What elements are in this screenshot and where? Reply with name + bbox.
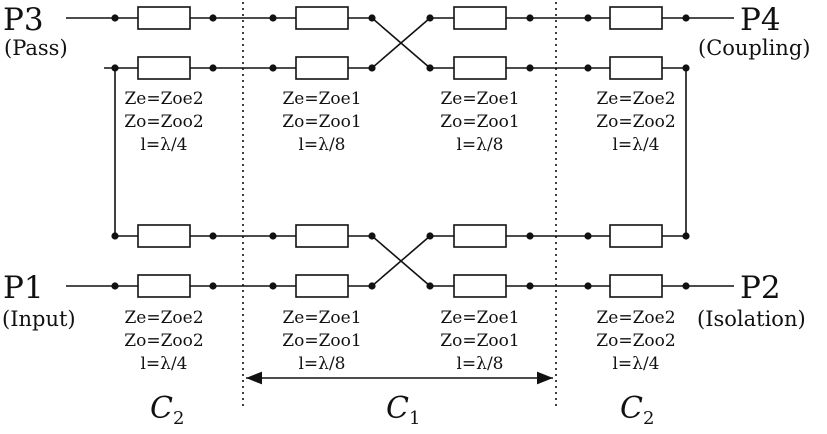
top-params-mid-left: Ze=Zoe1 Zo=Zoo1 l=λ/8 (282, 89, 361, 155)
port-p3-label: P3 (3, 2, 44, 38)
section-label-left: C2 (150, 391, 184, 429)
bottom-params-mid-right: Ze=Zoe1 Zo=Zoo1 l=λ/8 (440, 308, 519, 374)
param-ze: Ze=Zoe2 (124, 89, 203, 109)
line-box (609, 6, 663, 30)
line-box (453, 224, 507, 248)
line-box (295, 6, 349, 30)
param-ze: Ze=Zoe2 (596, 89, 675, 109)
line-sections (137, 6, 663, 298)
line-box (609, 274, 663, 298)
port-p4-role: (Coupling) (698, 36, 810, 60)
param-length: l=λ/8 (299, 135, 346, 155)
line-box (137, 274, 191, 298)
section-label-middle: C1 (386, 391, 420, 429)
line-box (453, 56, 507, 80)
top-params-mid-right: Ze=Zoe1 Zo=Zoo1 l=λ/8 (440, 89, 519, 155)
port-p3-role: (Pass) (4, 36, 68, 60)
section-label-right: C2 (620, 391, 654, 429)
port-p1-label: P1 (3, 270, 44, 306)
section-label-sub: 2 (643, 408, 654, 429)
section-label-sub: 1 (409, 408, 420, 429)
line-box (295, 274, 349, 298)
bottom-params-right: Ze=Zoe2 Zo=Zoo2 l=λ/4 (596, 308, 675, 374)
param-length: l=λ/8 (299, 354, 346, 374)
param-ze: Ze=Zoe1 (440, 308, 519, 328)
top-params-left: Ze=Zoe2 Zo=Zoo2 l=λ/4 (124, 89, 203, 155)
port-p2-label: P2 (740, 270, 781, 306)
param-zo: Zo=Zoo1 (282, 331, 361, 351)
param-ze: Ze=Zoe1 (282, 89, 361, 109)
param-zo: Zo=Zoo1 (440, 331, 519, 351)
section-label-sub: 2 (173, 408, 184, 429)
bottom-params-left: Ze=Zoe2 Zo=Zoo2 l=λ/4 (124, 308, 203, 374)
param-ze: Ze=Zoe2 (124, 308, 203, 328)
wires (66, 17, 734, 287)
param-length: l=λ/4 (613, 135, 660, 155)
param-length: l=λ/4 (141, 135, 188, 155)
param-zo: Zo=Zoo2 (596, 112, 675, 132)
line-box (609, 224, 663, 248)
port-p4-label: P4 (740, 2, 781, 38)
param-zo: Zo=Zoo2 (124, 112, 203, 132)
top-params-right: Ze=Zoe2 Zo=Zoo2 l=λ/4 (596, 89, 675, 155)
param-ze: Ze=Zoe1 (282, 308, 361, 328)
port-p1-role: (Input) (2, 307, 76, 331)
param-length: l=λ/8 (457, 135, 504, 155)
line-box (295, 56, 349, 80)
param-length: l=λ/8 (457, 354, 504, 374)
param-zo: Zo=Zoo1 (440, 112, 519, 132)
param-ze: Ze=Zoe2 (596, 308, 675, 328)
param-zo: Zo=Zoo2 (596, 331, 675, 351)
section-label-main: C (620, 391, 643, 426)
line-box (137, 56, 191, 80)
param-zo: Zo=Zoo2 (124, 331, 203, 351)
bottom-params-mid-left: Ze=Zoe1 Zo=Zoo1 l=λ/8 (282, 308, 361, 374)
param-ze: Ze=Zoe1 (440, 89, 519, 109)
section-label-main: C (386, 391, 409, 426)
section-label-main: C (150, 391, 173, 426)
line-box (453, 6, 507, 30)
param-zo: Zo=Zoo1 (282, 112, 361, 132)
section-dividers (242, 2, 557, 410)
param-length: l=λ/4 (613, 354, 660, 374)
port-p2-role: (Isolation) (697, 307, 806, 331)
line-box (453, 274, 507, 298)
line-box (137, 224, 191, 248)
junction-dots (111, 14, 690, 290)
line-box (609, 56, 663, 80)
param-length: l=λ/4 (141, 354, 188, 374)
line-box (137, 6, 191, 30)
line-box (295, 224, 349, 248)
